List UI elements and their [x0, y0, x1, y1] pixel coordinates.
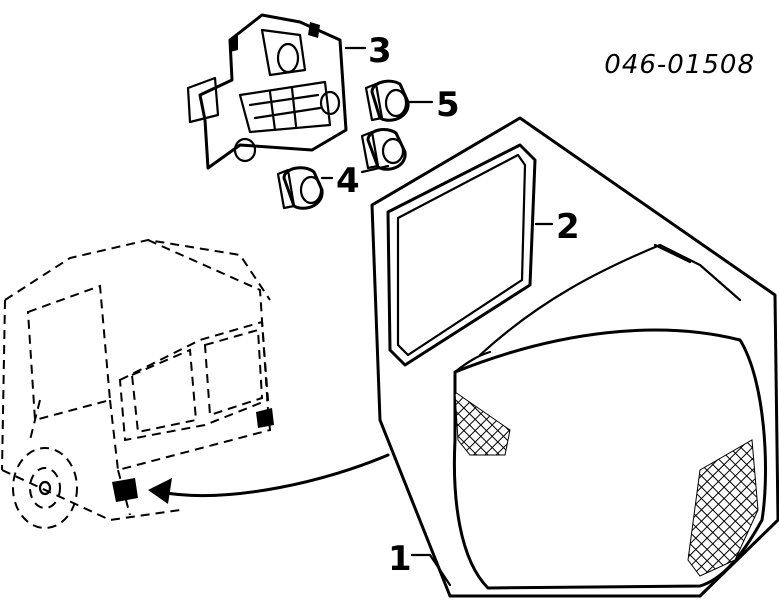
bulb-5	[364, 79, 410, 122]
reference-code: 046-01508	[604, 50, 755, 80]
leader-lines	[320, 46, 554, 587]
bulb-4a	[360, 128, 407, 171]
gasket	[386, 143, 537, 367]
callout-3: 3	[368, 31, 392, 71]
socket-plate	[186, 13, 348, 170]
bulb-4b	[276, 166, 324, 210]
rear-lamp-assembly	[370, 116, 779, 598]
location-arrow	[148, 453, 390, 504]
callout-2: 2	[556, 207, 580, 247]
callout-1: 1	[388, 539, 412, 579]
callout-5: 5	[436, 85, 460, 125]
vehicle-outline	[1, 238, 274, 529]
callout-4: 4	[336, 161, 360, 201]
